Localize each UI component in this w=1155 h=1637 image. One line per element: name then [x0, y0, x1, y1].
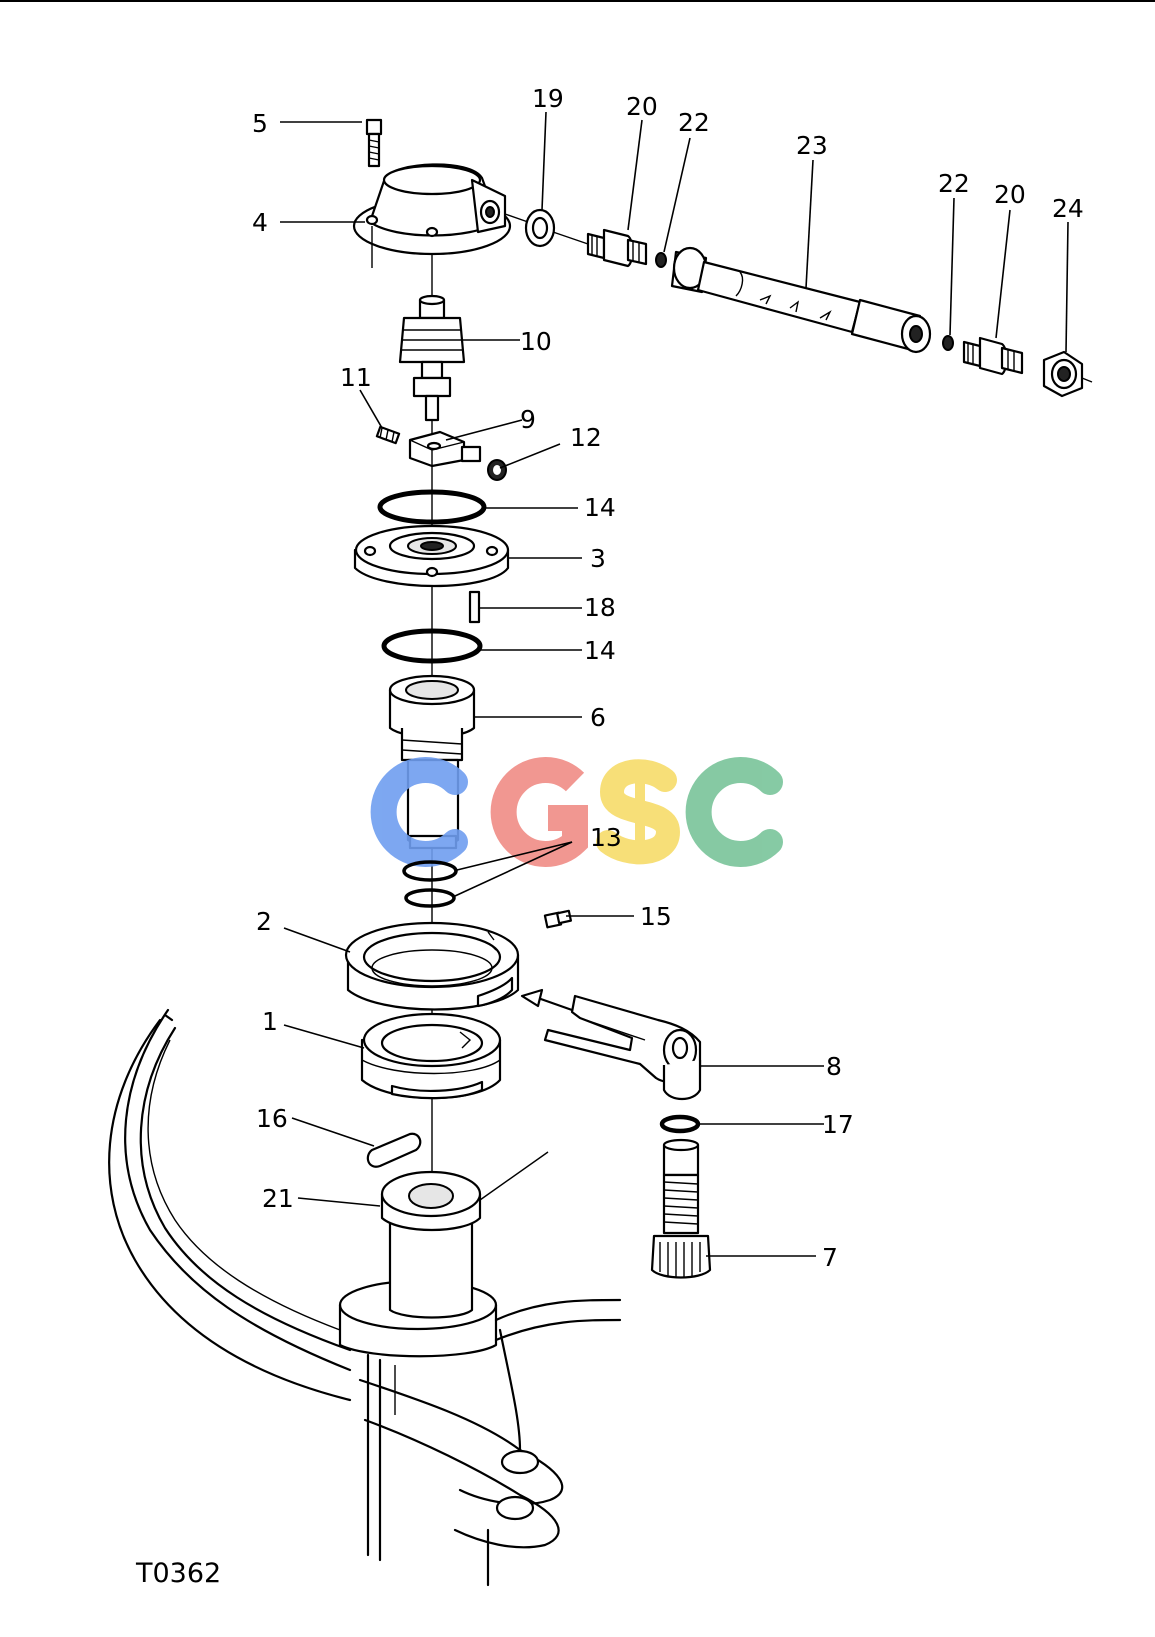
part-12-oring — [487, 459, 507, 481]
callout-15: 15 — [640, 902, 672, 931]
part-3-flange — [353, 524, 510, 588]
part-2-housing — [344, 921, 520, 1011]
callout-16: 16 — [256, 1104, 288, 1133]
callout-8: 8 — [826, 1052, 842, 1081]
callout-21: 21 — [262, 1184, 294, 1213]
callout-6: 6 — [590, 703, 606, 732]
part-18-pin — [468, 590, 481, 624]
part-19-washer — [504, 208, 589, 248]
part-8-fork-lever — [520, 988, 702, 1101]
part-22-ring-left — [655, 252, 667, 268]
callout-12: 12 — [570, 423, 602, 452]
callout-3: 3 — [590, 544, 606, 573]
drawing-code-label: T0362 — [135, 1558, 221, 1589]
callout-1: 1 — [262, 1007, 278, 1036]
part-16-key — [366, 1132, 422, 1168]
part-7-bolt — [650, 1138, 712, 1279]
callout-24: 24 — [1052, 194, 1084, 223]
callout-14: 14 — [584, 636, 616, 665]
part-15-grease-nipple — [543, 909, 573, 929]
callout-13: 13 — [590, 823, 622, 852]
part-24-nut — [1042, 350, 1093, 398]
part-23-hose — [670, 246, 932, 354]
callout-14: 14 — [584, 493, 616, 522]
callout-7: 7 — [822, 1243, 838, 1272]
part-13-rings — [402, 860, 458, 908]
part-21-sleeve — [380, 1151, 549, 1319]
callout-10: 10 — [520, 327, 552, 356]
part-22-ring-right — [942, 335, 954, 351]
callout-17: 17 — [822, 1110, 854, 1139]
part-11-set-screw — [375, 425, 401, 445]
callout-22: 22 — [678, 108, 710, 137]
top-border-line — [0, 0, 1155, 2]
part-20-fitting-left — [586, 228, 648, 268]
callout-2: 2 — [256, 907, 272, 936]
callout-22: 22 — [938, 169, 970, 198]
callout-18: 18 — [584, 593, 616, 622]
callout-11: 11 — [340, 363, 372, 392]
frame-arm-drawing — [108, 1008, 622, 1587]
callout-9: 9 — [520, 405, 536, 434]
part-14-upper-oring — [377, 489, 487, 525]
part-1-collar — [360, 1012, 502, 1100]
part-9-block — [408, 430, 482, 468]
callout-23: 23 — [796, 131, 828, 160]
callout-20: 20 — [626, 92, 658, 121]
callout-5: 5 — [252, 109, 268, 138]
callout-numbers: 5 4 19 20 22 23 22 20 24 10 11 9 12 14 3… — [135, 84, 1084, 1589]
part-14-lower-oring — [381, 628, 483, 664]
part-5-bolt — [365, 118, 383, 168]
cgsc-watermark-logo — [370, 757, 783, 867]
callout-19: 19 — [532, 84, 564, 113]
part-4-cover — [352, 163, 512, 268]
leader-lines — [280, 111, 1069, 1257]
callout-20: 20 — [994, 180, 1026, 209]
callout-4: 4 — [252, 208, 268, 237]
part-10-valve — [398, 294, 466, 422]
part-17-oring — [659, 1114, 701, 1134]
part-20-fitting-right — [962, 336, 1024, 376]
